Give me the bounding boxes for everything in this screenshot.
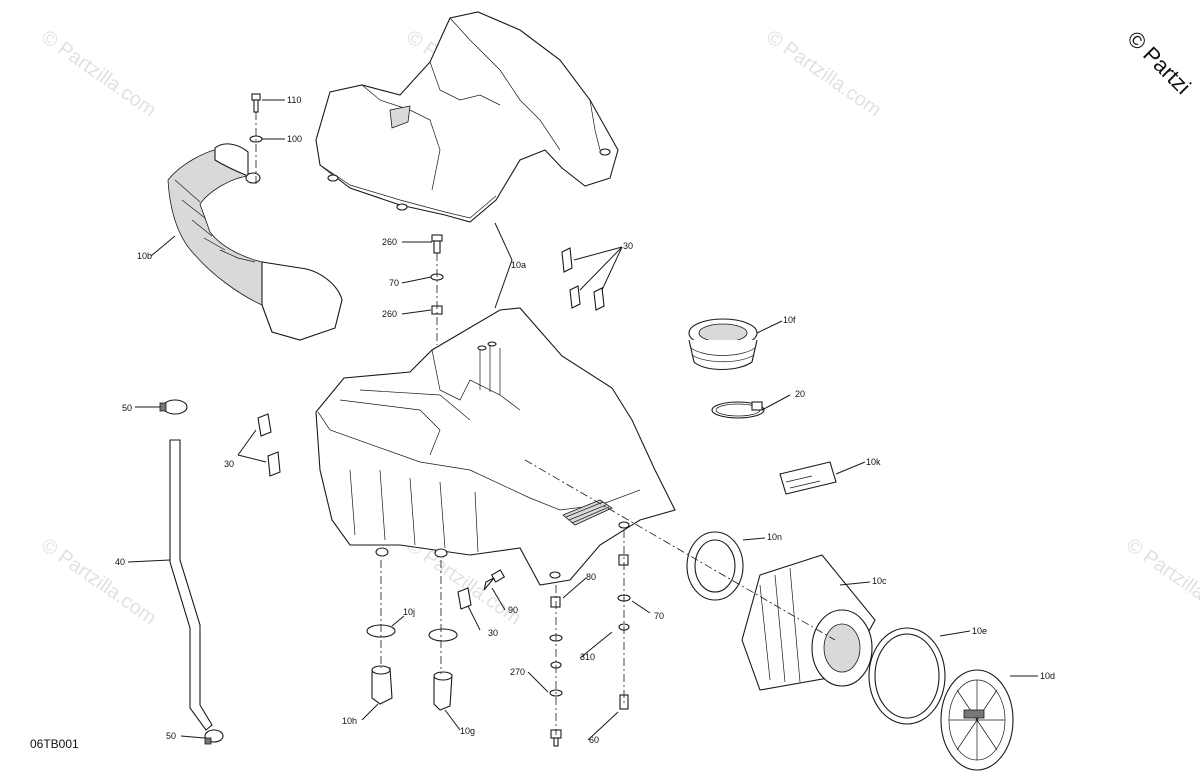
air-filter-10c <box>741 554 876 691</box>
screw-110 <box>251 93 261 113</box>
diagram-code: 06TB001 <box>30 737 79 751</box>
callout-30-bottom: 30 <box>488 628 498 638</box>
rubber-adapter-10f <box>688 318 758 370</box>
callout-10b: 10b <box>137 251 152 261</box>
callout-10n: 10n <box>767 532 782 542</box>
watermark: © Partzilla.com <box>37 26 160 121</box>
callout-310: 310 <box>580 652 595 662</box>
warning-label-10k <box>779 461 837 495</box>
callout-30-left: 30 <box>224 459 234 469</box>
clamp-10j <box>366 624 458 642</box>
airbox-housing <box>315 307 676 586</box>
filter-cover-10d <box>940 669 1014 771</box>
watermark: © Partzilla.com <box>762 26 885 121</box>
callout-70-top: 70 <box>389 278 399 288</box>
copyright-mark: © Partzi <box>1122 26 1195 99</box>
clip-30-bottom <box>457 587 472 610</box>
callout-10c: 10c <box>872 576 887 586</box>
callout-20: 20 <box>795 389 805 399</box>
callout-110: 110 <box>287 95 301 105</box>
callout-80: 80 <box>586 572 596 582</box>
airbox-cover <box>315 11 619 223</box>
callout-30-top: 30 <box>623 241 633 251</box>
intake-snorkel <box>167 143 343 341</box>
callout-10d: 10d <box>1040 671 1055 681</box>
callout-40: 40 <box>115 557 125 567</box>
callout-10j: 10j <box>403 607 415 617</box>
callout-10k: 10k <box>866 457 881 467</box>
callout-270: 270 <box>510 667 525 677</box>
bolt-260 <box>431 234 443 254</box>
callout-50-top: 50 <box>122 403 132 413</box>
callout-labels: 110 100 10b 260 10a 70 260 30 10f 50 20 … <box>115 95 1055 745</box>
bolt-90 <box>483 569 506 591</box>
clamp-50-bottom <box>204 729 224 745</box>
drain-hose-40 <box>169 439 213 731</box>
callout-10g: 10g <box>460 726 475 736</box>
callout-10h: 10h <box>342 716 357 726</box>
callout-50-bottom: 50 <box>166 731 176 741</box>
callout-260-top: 260 <box>382 237 397 247</box>
callout-70-bottom: 70 <box>654 611 664 621</box>
hardware-stack-right <box>617 530 631 710</box>
watermark: © Partzilla.com <box>1122 534 1200 629</box>
callout-10e: 10e <box>972 626 987 636</box>
callout-10a: 10a <box>511 260 526 270</box>
callout-100: 100 <box>287 134 302 144</box>
clip-30-left <box>257 413 281 477</box>
watermark-layer: © Partzilla.com © Partzilla.com © Partzi… <box>37 26 1200 629</box>
watermark: © Partzilla.com <box>37 534 160 629</box>
callout-90: 90 <box>508 605 518 615</box>
hose-clamp-20 <box>711 401 765 419</box>
clamp-50-top <box>159 399 188 415</box>
clip-30-group <box>561 247 605 311</box>
seal-10e <box>868 627 946 725</box>
filter-gasket-10n <box>686 531 744 601</box>
drain-plug-10g <box>433 671 453 711</box>
hardware-stack-center <box>549 585 563 747</box>
drain-plug-10h <box>371 665 393 705</box>
callout-260-bottom: 260 <box>382 309 397 319</box>
callout-60: 60 <box>589 735 599 745</box>
leader-lines <box>127 99 1038 741</box>
callout-10f: 10f <box>783 315 796 325</box>
